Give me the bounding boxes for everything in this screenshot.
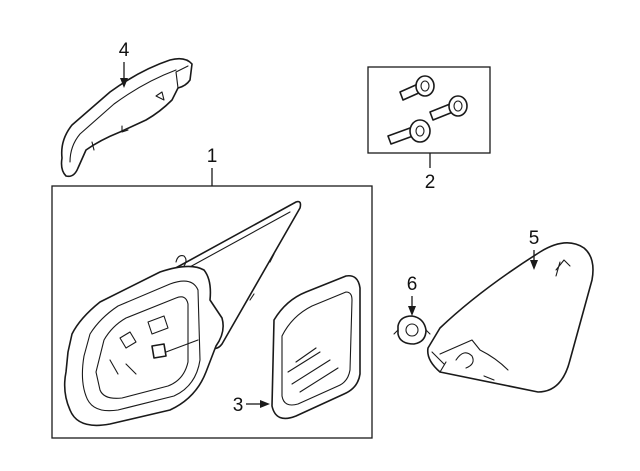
callout-label-6: 6 (407, 274, 418, 295)
callout-label-1: 1 (207, 146, 218, 167)
part-6-clip (393, 315, 431, 345)
part-3-mirror-glass (271, 274, 361, 420)
screw (399, 75, 435, 101)
callout-3: 3 (233, 395, 270, 416)
callout-5: 5 (529, 228, 540, 270)
screw (387, 119, 431, 145)
part-5-sail-cover (426, 242, 594, 393)
screw (429, 95, 468, 121)
callout-6: 6 (407, 274, 418, 316)
callout-2: 2 (425, 153, 436, 193)
part-4-cover-trim (60, 57, 193, 178)
callout-label-2: 2 (425, 172, 436, 193)
part-1-mirror-assembly (51, 185, 373, 439)
part-2-screw-kit (367, 66, 491, 154)
callout-label-5: 5 (529, 228, 540, 249)
callout-1: 1 (207, 146, 218, 186)
screw-kit-box (367, 66, 491, 154)
callout-4: 4 (119, 40, 130, 88)
callout-label-4: 4 (119, 40, 130, 61)
callout-label-3: 3 (233, 395, 244, 416)
